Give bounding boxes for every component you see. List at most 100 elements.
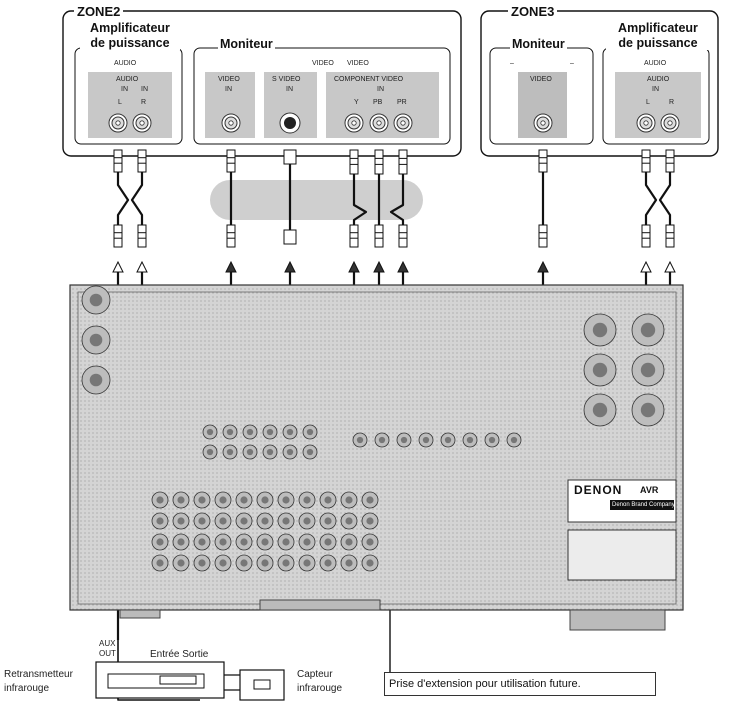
receiver-jack bbox=[81, 365, 111, 395]
rca-plug bbox=[137, 224, 147, 248]
receiver-jack bbox=[484, 432, 500, 448]
zone3-monitor-dash-right: – bbox=[570, 60, 574, 67]
receiver-jack bbox=[631, 353, 665, 387]
cable-segment bbox=[352, 174, 368, 225]
zone3-amp-panel bbox=[615, 72, 701, 138]
rca-plug bbox=[113, 149, 123, 173]
zone2-title: ZONE2 bbox=[74, 5, 124, 18]
receiver-jack bbox=[418, 432, 434, 448]
zone2-amp-title-1: Amplificateur bbox=[80, 22, 180, 35]
receiver-jack bbox=[81, 285, 111, 315]
receiver-jack bbox=[235, 491, 253, 509]
receiver-jack bbox=[361, 554, 379, 572]
receiver-jack bbox=[319, 512, 337, 530]
receiver-jack bbox=[81, 325, 111, 355]
receiver-jack bbox=[302, 424, 318, 440]
receiver-jack bbox=[583, 353, 617, 387]
receiver-jack bbox=[631, 313, 665, 347]
signal-arrow bbox=[397, 260, 409, 273]
zone2-svideo-in: IN bbox=[286, 86, 293, 93]
zone2-monitor-video-header-2: VIDEO bbox=[346, 60, 370, 67]
receiver-jack bbox=[277, 491, 295, 509]
receiver-jack bbox=[262, 444, 278, 460]
receiver-company: Denon Brand Company bbox=[612, 502, 675, 508]
zone2-comp-y-jack bbox=[344, 113, 364, 133]
receiver-jack bbox=[193, 533, 211, 551]
zone3-amp-l: L bbox=[646, 99, 650, 106]
rca-plug bbox=[349, 149, 359, 175]
receiver-jack bbox=[202, 444, 218, 460]
receiver-jack bbox=[282, 424, 298, 440]
receiver-jack bbox=[340, 491, 358, 509]
entree-sortie-label: Entrée Sortie bbox=[150, 649, 209, 660]
rca-plug bbox=[641, 224, 651, 248]
receiver-jack bbox=[262, 424, 278, 440]
zone2-component-label: COMPONENT VIDEO bbox=[334, 76, 404, 83]
receiver-jack bbox=[172, 491, 190, 509]
cable-segment bbox=[389, 174, 405, 225]
cable-segment bbox=[117, 640, 200, 701]
signal-arrow bbox=[136, 260, 148, 273]
receiver-jack bbox=[214, 554, 232, 572]
zone2-video-jack bbox=[221, 113, 241, 133]
receiver-model: AVR bbox=[640, 485, 659, 495]
zone3-video-label: VIDEO bbox=[530, 76, 552, 83]
receiver-jack bbox=[302, 444, 318, 460]
cable-segment bbox=[658, 172, 672, 225]
sensor-label-1: Capteur bbox=[297, 669, 333, 680]
zone2-amp-audio-label: AUDIO bbox=[116, 76, 139, 83]
signal-arrow bbox=[284, 260, 296, 273]
zone3-video-jack bbox=[533, 113, 553, 133]
zone2-video-label: VIDEO bbox=[218, 76, 240, 83]
zone2-comp-pr-jack bbox=[393, 113, 413, 133]
signal-arrow bbox=[640, 260, 652, 273]
zone2-amp-r: R bbox=[141, 99, 147, 106]
zone2-amp-l: L bbox=[118, 99, 122, 106]
receiver-jack bbox=[151, 491, 169, 509]
zone2-amp-in-1: IN bbox=[121, 86, 128, 93]
retransmitter-label-2: infrarouge bbox=[4, 683, 50, 694]
receiver-jack bbox=[298, 554, 316, 572]
receiver-jack bbox=[235, 554, 253, 572]
zone3-monitor-dash-left: – bbox=[510, 60, 514, 67]
receiver-jack bbox=[256, 512, 274, 530]
zone3-amp-jack-r bbox=[660, 113, 680, 133]
receiver-jack bbox=[242, 424, 258, 440]
zone3-amp-audio-header: AUDIO bbox=[642, 60, 669, 67]
rca-plug bbox=[374, 149, 384, 175]
receiver-jack bbox=[172, 554, 190, 572]
cable-group-oval bbox=[210, 180, 423, 220]
receiver-jack bbox=[440, 432, 456, 448]
rca-plug bbox=[226, 224, 236, 248]
rca-plug bbox=[665, 149, 675, 173]
receiver-jack bbox=[202, 424, 218, 440]
receiver-jack bbox=[319, 554, 337, 572]
sensor-label-2: infrarouge bbox=[297, 683, 343, 694]
receiver-jack bbox=[282, 444, 298, 460]
av-receiver bbox=[69, 284, 684, 631]
zone3-amp-title-1: Amplificateur bbox=[606, 22, 710, 35]
receiver-jack bbox=[319, 491, 337, 509]
rca-plug bbox=[665, 224, 675, 248]
receiver-jack bbox=[242, 444, 258, 460]
zone2-comp-y: Y bbox=[354, 99, 359, 106]
zone2-monitor-title: Moniteur bbox=[218, 37, 275, 51]
receiver-jack bbox=[583, 313, 617, 347]
receiver-jack bbox=[340, 533, 358, 551]
receiver-jack bbox=[352, 432, 368, 448]
extension-jack-callout: Prise d'extension pour utilisation futur… bbox=[384, 672, 656, 696]
signal-arrow bbox=[348, 260, 360, 273]
rca-plug bbox=[374, 224, 384, 248]
signal-arrow bbox=[112, 260, 124, 273]
receiver-jack bbox=[172, 533, 190, 551]
cable-segment bbox=[130, 172, 144, 225]
zone2-component-in: IN bbox=[377, 86, 384, 93]
receiver-jack bbox=[319, 533, 337, 551]
receiver-jack bbox=[298, 533, 316, 551]
receiver-jack bbox=[256, 491, 274, 509]
cable-segment bbox=[644, 172, 658, 225]
zone3-amp-in: IN bbox=[652, 86, 659, 93]
aux-out-label-2: OUT bbox=[99, 649, 116, 658]
rca-jacks bbox=[108, 112, 680, 134]
